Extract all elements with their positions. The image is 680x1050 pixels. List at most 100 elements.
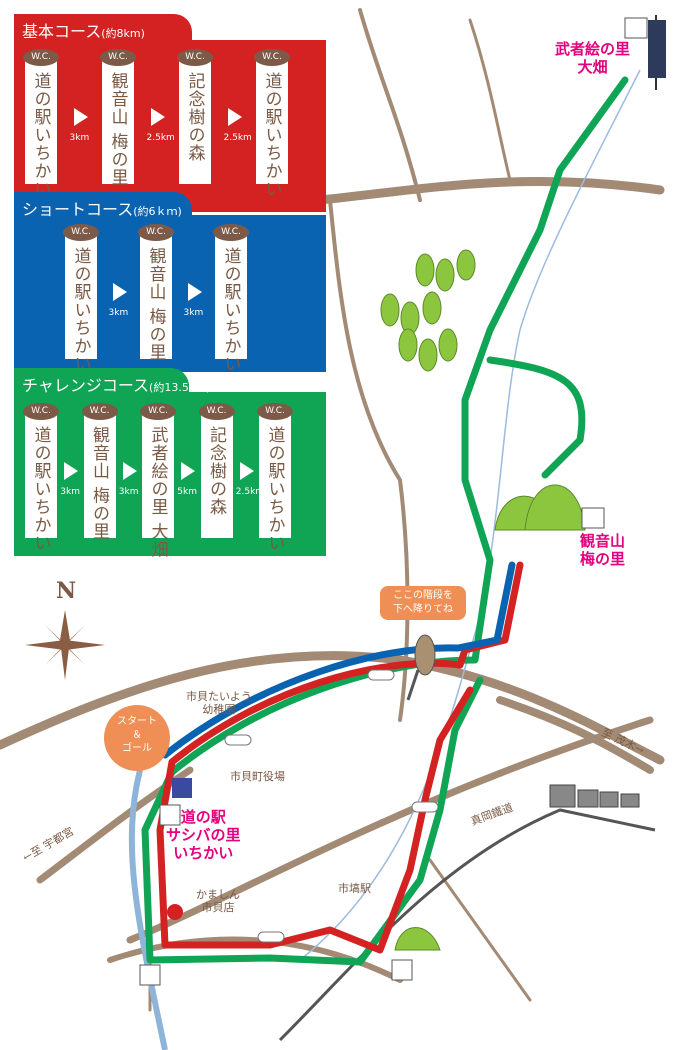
wc-badge: W.C. (257, 403, 293, 420)
stop-name: 道の駅いちかい (220, 247, 241, 373)
railway-track (278, 808, 656, 1042)
arrow-icon (150, 108, 165, 126)
leg-distance: 2.5km (223, 133, 252, 143)
stop-name: 観音山 梅の里 (107, 72, 128, 187)
label-townhall: 市貝町役場 (230, 770, 285, 783)
stop-name: 観音山 梅の里 (89, 426, 109, 541)
wc-badge: W.C. (198, 403, 235, 420)
stop-card: 道の駅いちかい (65, 233, 97, 373)
stop-card: 記念樹の森 (200, 412, 233, 538)
label-line: 梅の里 (580, 550, 626, 568)
arrow-icon (64, 462, 79, 480)
bubble-line: ＆ (132, 729, 142, 741)
compass-north: N (56, 578, 77, 604)
route-challenge (141, 76, 629, 966)
stop-card: 観音山 梅の里 (102, 58, 134, 187)
michinoeki-icon (172, 778, 192, 798)
routes (141, 76, 629, 966)
leg-distance: 5km (177, 487, 197, 497)
bubble-line: ここの階段を (393, 590, 453, 601)
arrow-icon (112, 283, 127, 301)
mountains (394, 484, 586, 951)
label-line: 市貝たいよう (186, 690, 252, 703)
post-office-icon (167, 904, 183, 920)
arrow-icon (122, 462, 137, 480)
bubble-line: スタート (117, 716, 157, 727)
stop-card: 武者絵の里 大畑 (142, 412, 174, 558)
river (128, 769, 168, 1050)
label-line: いちかい (173, 844, 234, 862)
stop-card: 道の駅いちかい (256, 58, 288, 198)
label-kannon: 観音山梅の里 (580, 532, 625, 568)
stop-card: 道の駅いちかい (25, 58, 57, 198)
course-name: ショートコース (22, 200, 134, 219)
course-distance: (約6ｋｍ) (133, 205, 182, 218)
stop-name: 道の駅いちかい (264, 426, 285, 552)
course-distance: (約8km) (101, 27, 145, 40)
leg-distance: 3km (108, 308, 129, 318)
label-station: 市塙駅 (338, 882, 371, 895)
restroom-icons (139, 17, 648, 986)
stop-name: 記念樹の森 (206, 426, 226, 516)
stop-name: 記念樹の森 (184, 72, 205, 162)
stop-card: 観音山 梅の里 (83, 412, 116, 541)
label-line: 大畑 (577, 58, 608, 76)
wc-badge: W.C. (177, 49, 213, 66)
river-small (299, 69, 641, 961)
leg-distance: 3km (183, 308, 204, 318)
stairs-bubble: ここの階段を下へ降りてね (380, 586, 466, 620)
course-name: 基本コース (22, 22, 102, 41)
stop-card: 道の駅いちかい (259, 412, 291, 552)
leg-distance: 2.5km (146, 133, 175, 143)
label-michinoeki: 道の駅サシバの里いちかい (166, 808, 241, 862)
leg-distance: 3km (118, 487, 139, 497)
leg-distance: 3km (69, 133, 90, 143)
stop-name: 道の駅いちかい (70, 247, 91, 373)
arrow-icon (73, 108, 88, 126)
label-line: 市貝店 (201, 901, 235, 915)
arrow-icon (227, 108, 242, 126)
stop-name: 道の駅いちかい (30, 426, 51, 552)
wc-badge: W.C. (23, 403, 59, 420)
start-goal-bubble: スタート＆ゴール (104, 705, 170, 771)
wc-badge: W.C. (138, 224, 174, 241)
course-distance: (約13.5km) (149, 381, 211, 394)
label-kindergarten: 市貝たいよう幼稚園 (186, 690, 252, 716)
label-line: サシバの里 (166, 826, 241, 844)
flag-icon (648, 15, 666, 90)
label-line: かましん (196, 888, 240, 901)
course-title: チャレンジコース(約13.5km) (14, 368, 210, 395)
route-basic (156, 561, 524, 954)
train-icon (549, 784, 640, 808)
stop-card: 観音山 梅の里 (140, 233, 172, 362)
wc-badge: W.C. (81, 403, 118, 420)
route-short (161, 561, 516, 759)
arrow-icon (187, 283, 202, 301)
label-line: 幼稚園 (202, 703, 236, 717)
traffic-lights (224, 669, 439, 943)
leg-distance: 2.5km (235, 487, 265, 497)
course-panel: チャレンジコース(約13.5km) 道の駅いちかい W.C. 3km 観音山 梅の里… (14, 368, 326, 558)
course-panel: ショートコース(約6ｋｍ) 道の駅いちかい W.C. 3km 観音山 梅の里 W.C… (14, 192, 326, 373)
wc-badge: W.C. (254, 49, 290, 66)
leg-distance: 3km (60, 487, 80, 497)
course-name: チャレンジコース (22, 376, 150, 395)
wc-badge: W.C. (23, 49, 59, 66)
stop-name: 観音山 梅の里 (145, 247, 166, 362)
bird-icon (406, 634, 436, 701)
bubble-line: 下へ降りてね (393, 603, 453, 615)
arrow-icon (239, 462, 254, 480)
label-line: 観音山 (580, 532, 626, 550)
compass-icon (25, 610, 105, 680)
stop-name: 道の駅いちかい (261, 72, 282, 198)
stop-card: 道の駅いちかい (215, 233, 247, 373)
label-line: 道の駅 (180, 808, 226, 826)
trees (380, 249, 476, 372)
label-musha: 武者絵の里大畑 (555, 40, 630, 76)
course-title: ショートコース(約6ｋｍ) (14, 192, 192, 219)
arrow-icon (181, 462, 196, 480)
wc-badge: W.C. (63, 224, 99, 241)
stop-card: 道の駅いちかい (25, 412, 57, 552)
